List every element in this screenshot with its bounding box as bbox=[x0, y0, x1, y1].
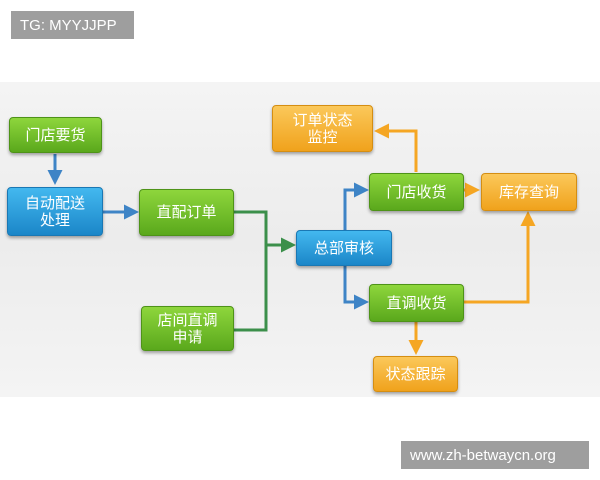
node-direct-order: 直配订单 bbox=[139, 189, 234, 236]
node-store-request: 门店要货 bbox=[9, 117, 102, 153]
arrow-transfer-receive-to-inventory bbox=[464, 211, 536, 304]
arrow-hq-to-transfer-receive bbox=[343, 266, 369, 310]
watermark-bottom: www.zh-betwaycn.org bbox=[401, 441, 589, 469]
node-auto-delivery: 自动配送 处理 bbox=[7, 187, 103, 236]
node-transfer-receive: 直调收货 bbox=[369, 284, 464, 322]
node-store-receive: 门店收货 bbox=[369, 173, 464, 211]
node-hq-review: 总部审核 bbox=[296, 230, 392, 266]
node-order-status-monitor: 订单状态 监控 bbox=[272, 105, 373, 152]
arrow-direct-order-to-hq bbox=[234, 210, 296, 253]
arrow-transfer-to-hq bbox=[234, 245, 268, 332]
node-store-transfer-request: 店间直调 申请 bbox=[141, 306, 234, 351]
arrow-hq-to-store-receive bbox=[343, 182, 369, 232]
arrow-store-receive-to-monitor bbox=[374, 123, 418, 172]
node-status-trace: 状态跟踪 bbox=[373, 356, 458, 392]
node-inventory-query: 库存查询 bbox=[481, 173, 577, 211]
watermark-top: TG: MYYJJPP bbox=[11, 11, 134, 39]
